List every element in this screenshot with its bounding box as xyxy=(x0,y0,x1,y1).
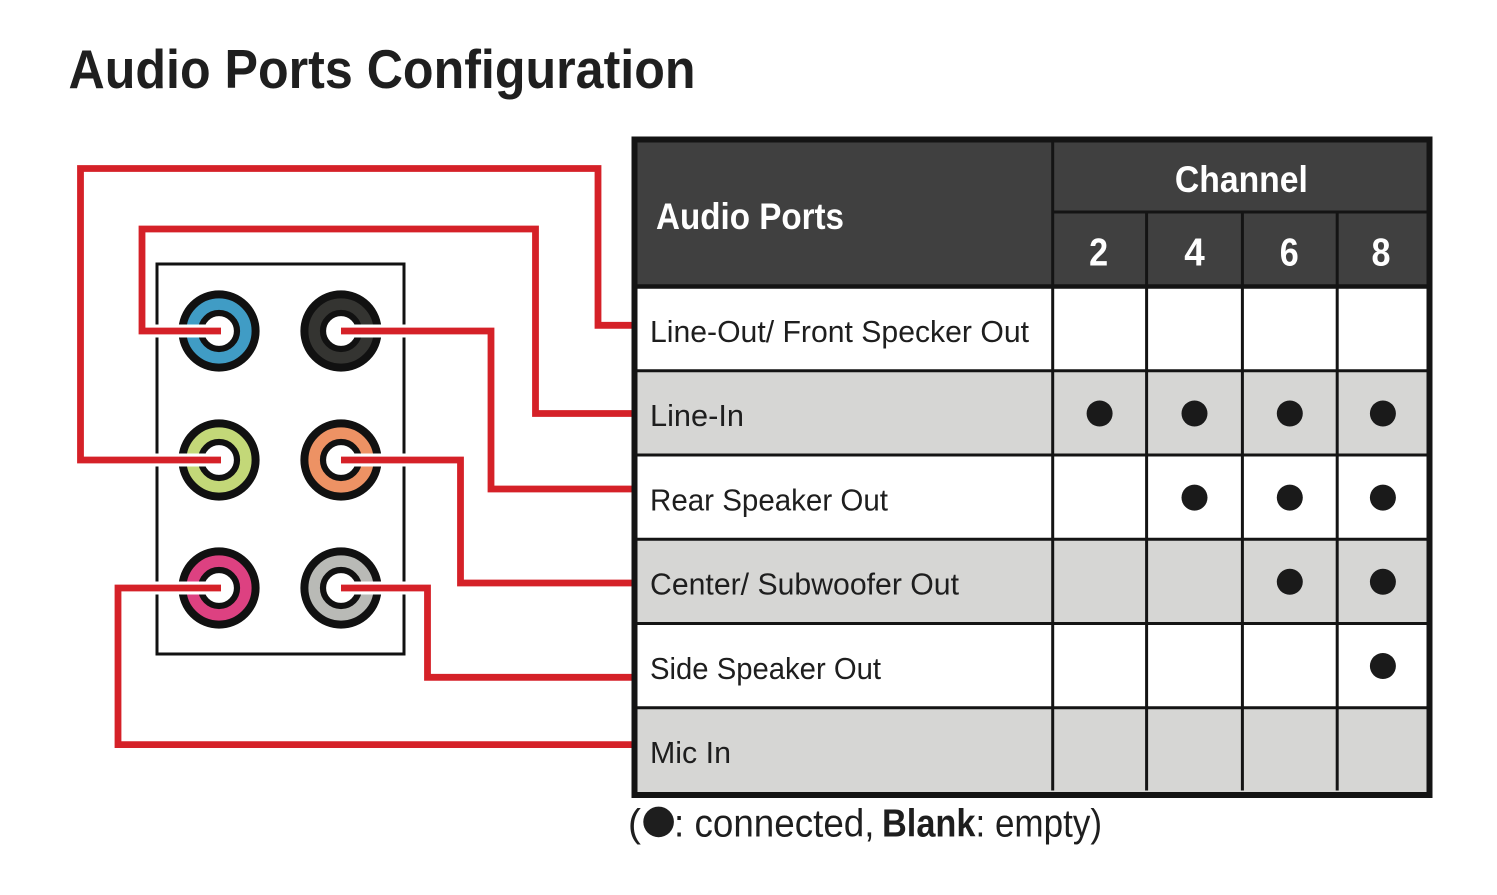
svg-text:: connected,: : connected, xyxy=(674,802,875,845)
svg-text:Audio Ports: Audio Ports xyxy=(656,196,844,237)
svg-text:Blank: Blank xyxy=(882,802,976,845)
svg-text:Line-In: Line-In xyxy=(650,398,744,433)
svg-text:Side Speaker Out: Side Speaker Out xyxy=(650,651,881,686)
svg-text:Mic In: Mic In xyxy=(650,735,731,770)
svg-text:6: 6 xyxy=(1280,232,1299,275)
svg-text:Rear Speaker Out: Rear Speaker Out xyxy=(650,483,888,518)
svg-text:Line-Out/ Front Specker Out: Line-Out/ Front Specker Out xyxy=(650,314,1029,349)
svg-text:4: 4 xyxy=(1184,232,1205,275)
svg-text:Audio Ports Configuration: Audio Ports Configuration xyxy=(69,38,696,100)
svg-text:(: ( xyxy=(628,802,641,845)
svg-text:Channel: Channel xyxy=(1175,159,1308,200)
svg-text:: empty): : empty) xyxy=(976,802,1103,845)
svg-text:8: 8 xyxy=(1372,232,1391,275)
svg-text:2: 2 xyxy=(1089,232,1108,275)
svg-text:Center/ Subwoofer Out: Center/ Subwoofer Out xyxy=(650,567,959,602)
